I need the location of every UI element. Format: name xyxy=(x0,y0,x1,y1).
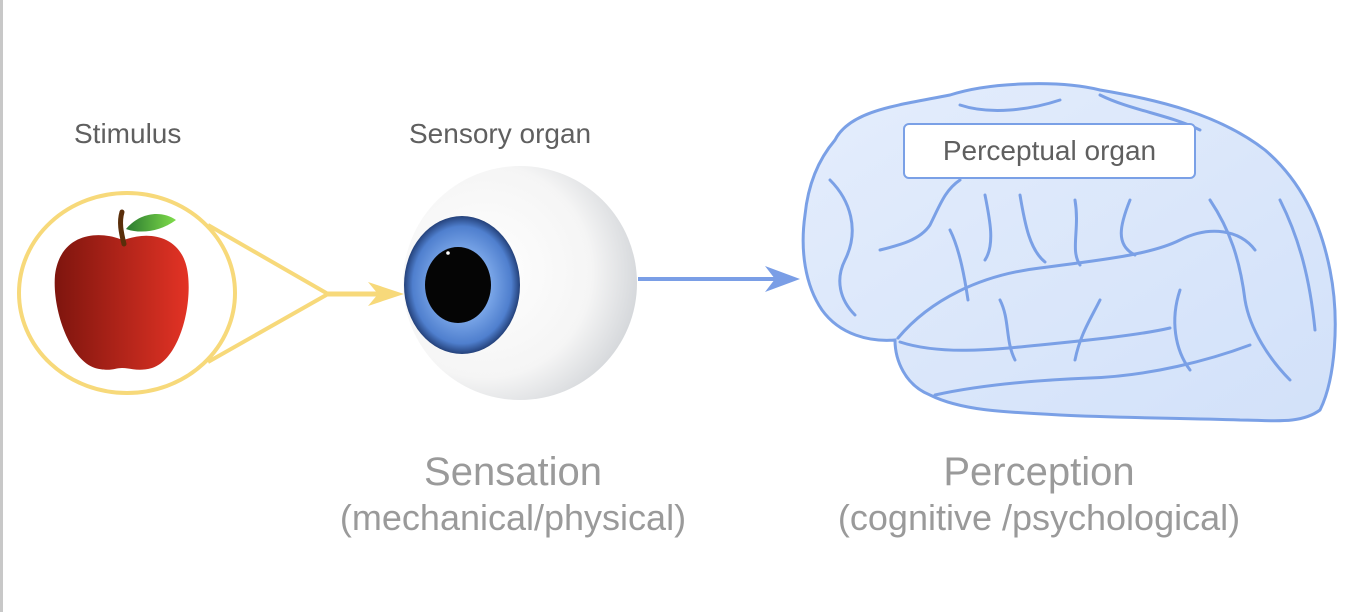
perceptual-organ-label-box: Perceptual organ xyxy=(903,123,1196,179)
arrowhead-blue xyxy=(765,266,800,292)
eye-icon xyxy=(403,166,637,400)
sensory-organ-label: Sensory organ xyxy=(409,118,592,149)
perceptual-organ-label: Perceptual organ xyxy=(942,135,1157,166)
eye-to-brain-arrow xyxy=(638,266,800,292)
stimulus-label: Stimulus xyxy=(74,118,182,149)
sensation-title: Sensation xyxy=(424,450,602,494)
perception-title: Perception xyxy=(943,450,1135,494)
sensation-subtitle: (mechanical/physical) xyxy=(339,497,687,538)
arrowhead-yellow xyxy=(368,282,404,306)
left-border xyxy=(0,0,3,612)
perception-subtitle: (cognitive /psychological) xyxy=(837,497,1241,538)
perception-caption: Perception (cognitive /psychological) xyxy=(807,448,1271,540)
stimulus-connector xyxy=(17,191,404,395)
apple-icon xyxy=(54,209,189,370)
sensation-caption: Sensation (mechanical/physical) xyxy=(313,448,713,540)
